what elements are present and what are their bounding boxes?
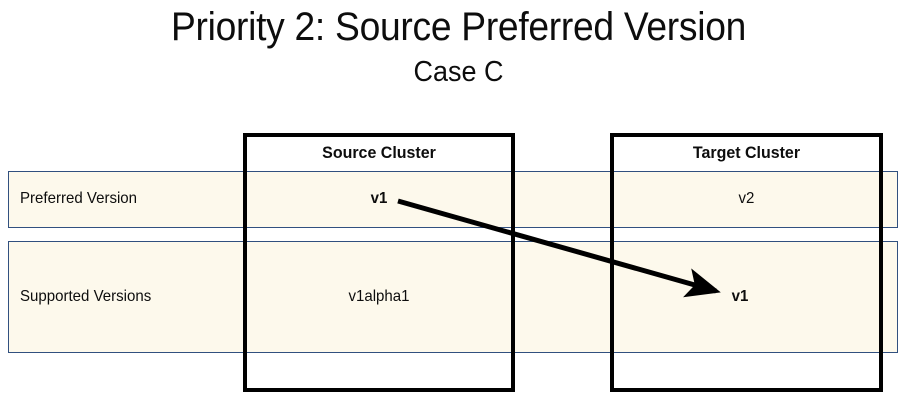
target-cluster-box xyxy=(610,133,883,392)
cell-source-preferred-version: v1 xyxy=(370,190,388,207)
cell-target-preferred-version: v2 xyxy=(738,190,755,207)
row-label-supported-versions: Supported Versions xyxy=(20,288,152,305)
target-cluster-header: Target Cluster xyxy=(692,143,801,162)
page-subtitle: Case C xyxy=(413,56,504,88)
cell-target-supported-versions: v1 xyxy=(731,288,749,305)
page-title: Priority 2: Source Preferred Version xyxy=(170,5,747,49)
cell-source-supported-versions: v1alpha1 xyxy=(348,288,410,305)
source-cluster-header: Source Cluster xyxy=(322,143,436,162)
source-cluster-box xyxy=(243,133,515,392)
row-label-preferred-version: Preferred Version xyxy=(20,190,138,207)
